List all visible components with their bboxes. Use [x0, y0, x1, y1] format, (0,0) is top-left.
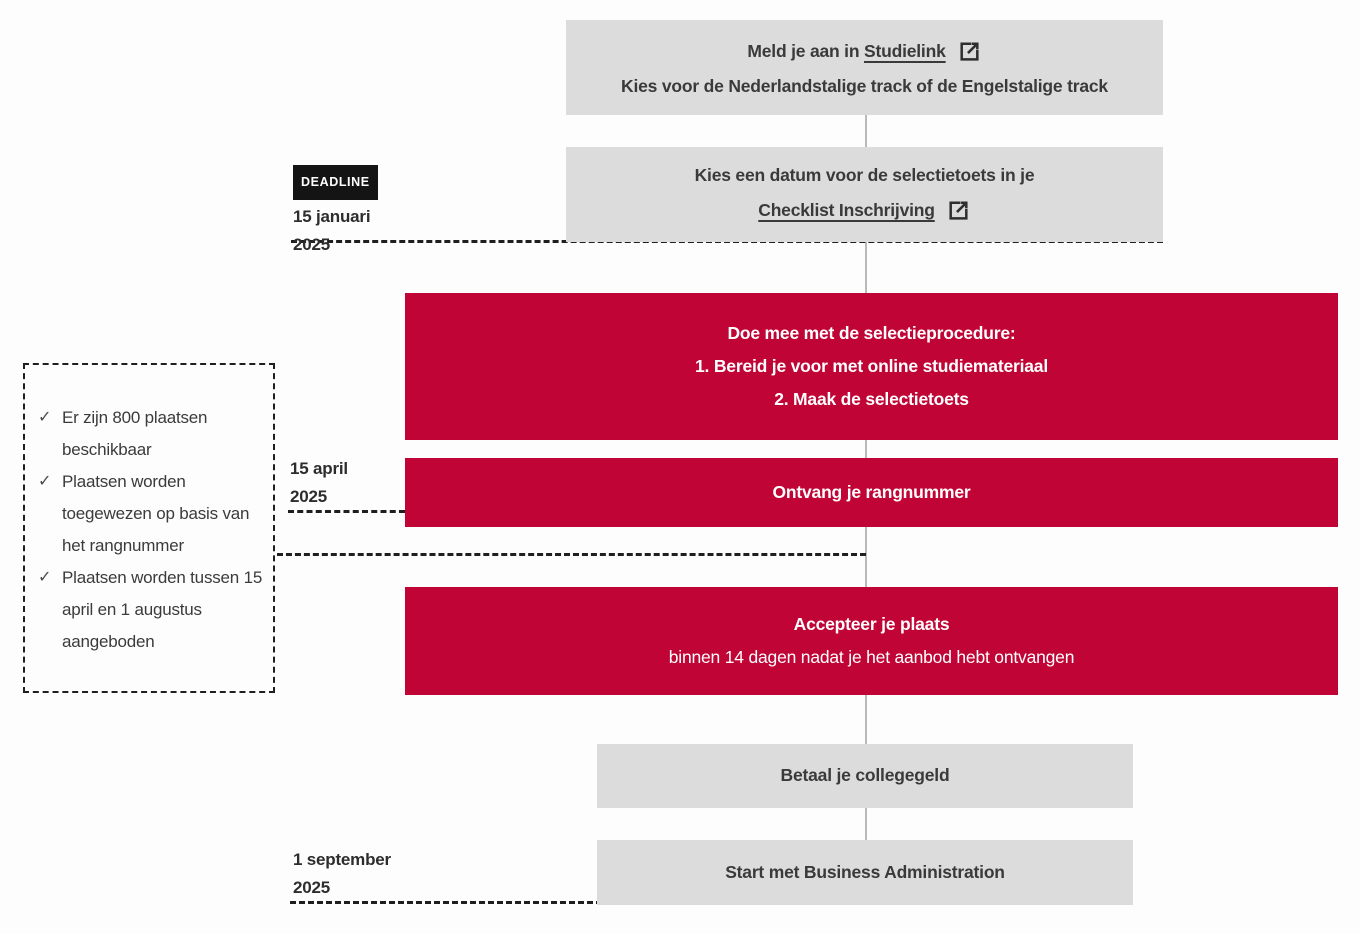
places-info-list: ✓ Er zijn 800 plaatsen beschikbaar ✓ Pla… [25, 365, 273, 658]
list-item-text: Plaatsen worden tussen 15 april en 1 aug… [62, 568, 263, 651]
studielink-link[interactable]: Studielink [864, 40, 946, 61]
external-link-icon[interactable] [946, 198, 971, 223]
testdate-text: Kies een datum voor de selectietoets in … [694, 165, 1035, 186]
deadline-badge: DEADLINE [293, 165, 378, 200]
milestone-april-year: 2025 [290, 487, 328, 506]
milestone-april-line [288, 510, 405, 513]
deadline-label-group: DEADLINE 15 januari 2025 [293, 165, 378, 259]
checklist-inschrijving-link[interactable]: Checklist Inschrijving [758, 199, 935, 220]
connector-line [865, 440, 867, 458]
connector-line [865, 242, 867, 293]
milestone-september-year: 2025 [293, 878, 331, 897]
step-box-accept-place: Accepteer je plaats binnen 14 dagen nada… [405, 587, 1338, 695]
info-box-connector-line [277, 553, 866, 556]
connector-line [865, 695, 867, 744]
step-box-start-program: Start met Business Administration [597, 840, 1133, 905]
list-item: ✓ Plaatsen worden toegewezen op basis va… [38, 466, 265, 562]
step-box-pay-tuition: Betaal je collegegeld [597, 744, 1133, 808]
step-box-ranknumber: Ontvang je rangnummer [405, 458, 1338, 527]
ranknumber-title: Ontvang je rangnummer [772, 481, 971, 502]
selection-item-2: 2. Maak de selectietoets [774, 389, 969, 410]
check-icon: ✓ [38, 473, 52, 490]
deadline-year: 2025 [293, 235, 331, 254]
places-info-box: ✓ Er zijn 800 plaatsen beschikbaar ✓ Pla… [23, 363, 275, 693]
signup-subtext: Kies voor de Nederlandstalige track of d… [621, 75, 1108, 96]
selection-title: Doe mee met de selectieprocedure: [727, 322, 1016, 343]
accept-subtext: binnen 14 dagen nadat je het aanbod hebt… [668, 647, 1075, 667]
signup-text: Meld je aan in [747, 40, 864, 61]
list-item: ✓ Plaatsen worden tussen 15 april en 1 a… [38, 562, 265, 658]
list-item-text: Plaatsen worden toegewezen op basis van … [62, 472, 250, 555]
step-box-testdate: Kies een datum voor de selectietoets in … [566, 147, 1163, 242]
step-box-signup: Meld je aan in Studielink Kies voor de N… [566, 20, 1163, 115]
start-title: Start met Business Administration [725, 861, 1005, 882]
step-box-selection-procedure: Doe mee met de selectieprocedure: 1. Ber… [405, 293, 1338, 440]
list-item-text: Er zijn 800 plaatsen beschikbaar [62, 408, 208, 459]
milestone-september-label: 1 september 2025 [293, 846, 391, 902]
milestone-april-label: 15 april 2025 [290, 455, 348, 511]
accept-title: Accepteer je plaats [793, 613, 950, 634]
pay-title: Betaal je collegegeld [780, 765, 950, 786]
connector-line [865, 808, 867, 840]
milestone-april-date: 15 april [290, 459, 348, 478]
check-icon: ✓ [38, 569, 52, 586]
check-icon: ✓ [38, 409, 52, 426]
selection-item-1: 1. Bereid je voor met online studiemater… [695, 355, 1048, 376]
connector-line [865, 527, 867, 587]
external-link-icon[interactable] [957, 39, 982, 64]
deadline-date: 15 januari [293, 207, 371, 226]
milestone-september-date: 1 september [293, 850, 391, 869]
connector-line [865, 115, 867, 147]
list-item: ✓ Er zijn 800 plaatsen beschikbaar [38, 402, 265, 466]
